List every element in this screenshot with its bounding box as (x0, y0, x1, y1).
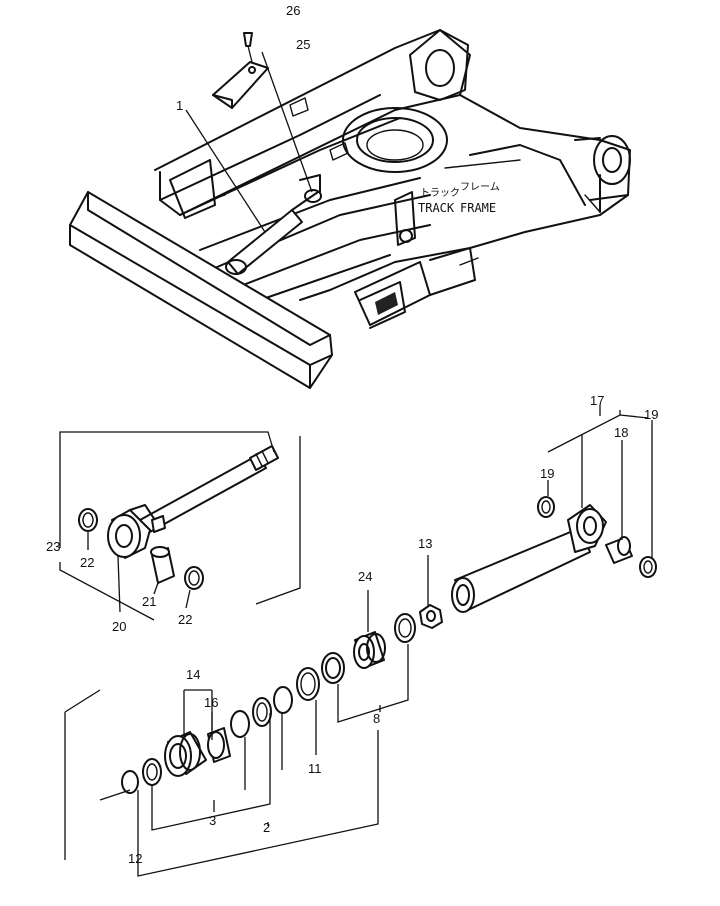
frame-label-en-track: TRACK (418, 201, 455, 215)
callout-3: 3 (209, 813, 216, 828)
callout-19-left: 19 (540, 466, 554, 481)
cylinder-tube-assembly (451, 496, 657, 613)
piston-seal-kit (121, 604, 443, 794)
track-frame-label: トラック フレーム TRACK FRAME (418, 181, 500, 215)
callout-26: 26 (286, 3, 300, 18)
callout-1: 1 (176, 98, 183, 113)
callout-22-right: 22 (178, 612, 192, 627)
frame-label-en-frame: FRAME (460, 201, 496, 215)
callout-24: 24 (358, 569, 372, 584)
callout-16: 16 (204, 695, 218, 710)
callout-2: 2 (263, 820, 270, 835)
callout-13: 13 (418, 536, 432, 551)
callout-12: 12 (128, 851, 142, 866)
callout-18: 18 (614, 425, 628, 440)
callout-23: 23 (46, 539, 60, 554)
track-frame (69, 29, 631, 389)
callout-14: 14 (186, 667, 200, 682)
callout-25: 25 (296, 37, 310, 52)
cylinder-rod-assembly (78, 445, 279, 590)
callout-8: 8 (373, 711, 380, 726)
callout-21: 21 (142, 594, 156, 609)
callout-17: 17 (590, 393, 604, 408)
callout-20: 20 (112, 619, 126, 634)
frame-label-jp-frame: フレーム (460, 181, 500, 193)
callout-11: 11 (308, 761, 322, 776)
frame-label-jp-track: トラック (420, 187, 460, 199)
callout-22-left: 22 (80, 555, 94, 570)
callout-numbers: 26 25 1 17 18 19 19 23 22 21 22 20 13 24… (46, 3, 658, 866)
callout-19-right: 19 (644, 407, 658, 422)
